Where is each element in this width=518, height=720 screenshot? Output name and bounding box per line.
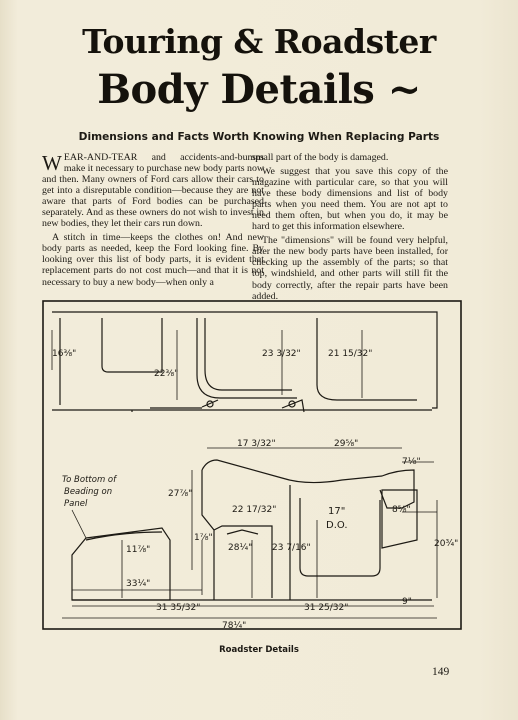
article-paragraph-5: The "dimensions" will be found very help… bbox=[252, 235, 448, 302]
dim-label-18: 33¼" bbox=[126, 579, 150, 589]
beading-note-leader bbox=[71, 509, 87, 539]
dim-label-19: 31 35/32" bbox=[156, 603, 200, 613]
beading-note-line2: Beading on bbox=[64, 487, 112, 497]
page-subtitle: Dimensions and Facts Worth Knowing When … bbox=[78, 131, 440, 143]
dim-label-12: 8⅝" bbox=[392, 505, 411, 515]
dim-label-22: 78¼" bbox=[222, 621, 246, 630]
article-column-left: W EAR-AND-TEAR and accidents-and-bumps m… bbox=[42, 152, 264, 291]
dim-label-5: 17 3/32" bbox=[237, 439, 276, 449]
body-top-view bbox=[52, 311, 438, 413]
dim-label-9: 22 17/32" bbox=[232, 505, 276, 515]
dim-label-11: D.O. bbox=[326, 520, 348, 531]
beading-note-line3: Panel bbox=[64, 499, 88, 509]
dim-label-15: 1⅞" bbox=[194, 533, 213, 543]
dim-label-1: 16⅜" bbox=[52, 349, 76, 359]
drop-cap: W bbox=[42, 151, 62, 175]
dimension-lines bbox=[51, 330, 438, 619]
page-number: 149 bbox=[432, 666, 450, 678]
page-title-line2: Body Details ~ bbox=[97, 66, 421, 113]
dim-label-20: 31 25/32" bbox=[304, 603, 348, 613]
diagram-frame bbox=[42, 300, 462, 630]
dim-label-14: 11⅞" bbox=[126, 545, 150, 555]
roadster-body-diagram: 16⅜" 22⅜" 23 3/32" 21 15/32" 17 3/32" 29… bbox=[42, 300, 462, 630]
beading-note-line1: To Bottom of bbox=[62, 475, 118, 485]
dim-label-4: 21 15/32" bbox=[328, 349, 372, 359]
article-column-right: small part of the body is damaged. We su… bbox=[252, 152, 448, 305]
dim-label-7: 7⅛" bbox=[402, 457, 421, 467]
article-paragraph-2: A stitch in time—keeps the clothes on! A… bbox=[42, 232, 264, 288]
article-paragraph-3: small part of the body is damaged. bbox=[252, 152, 389, 163]
dim-label-16: 28¼" bbox=[228, 543, 252, 553]
body-side-view bbox=[71, 459, 432, 601]
dim-label-6: 29⅝" bbox=[334, 439, 358, 449]
figure-caption: Roadster Details bbox=[219, 645, 299, 655]
page-title-line1: Touring & Roadster bbox=[82, 22, 436, 61]
dim-label-2: 22⅜" bbox=[154, 369, 178, 379]
dim-label-21: 9" bbox=[402, 597, 412, 607]
dim-label-10: 17" bbox=[328, 506, 345, 517]
dim-label-17: 23 7/16" bbox=[272, 543, 311, 553]
article-paragraph-1: EAR-AND-TEAR and accidents-and-bumps mak… bbox=[42, 152, 265, 230]
article-paragraph-4: We suggest that you save this copy of th… bbox=[252, 166, 448, 233]
dim-label-3: 23 3/32" bbox=[262, 349, 301, 359]
dim-label-13: 20¾" bbox=[434, 539, 458, 549]
dim-label-8: 27⅞" bbox=[168, 489, 192, 499]
